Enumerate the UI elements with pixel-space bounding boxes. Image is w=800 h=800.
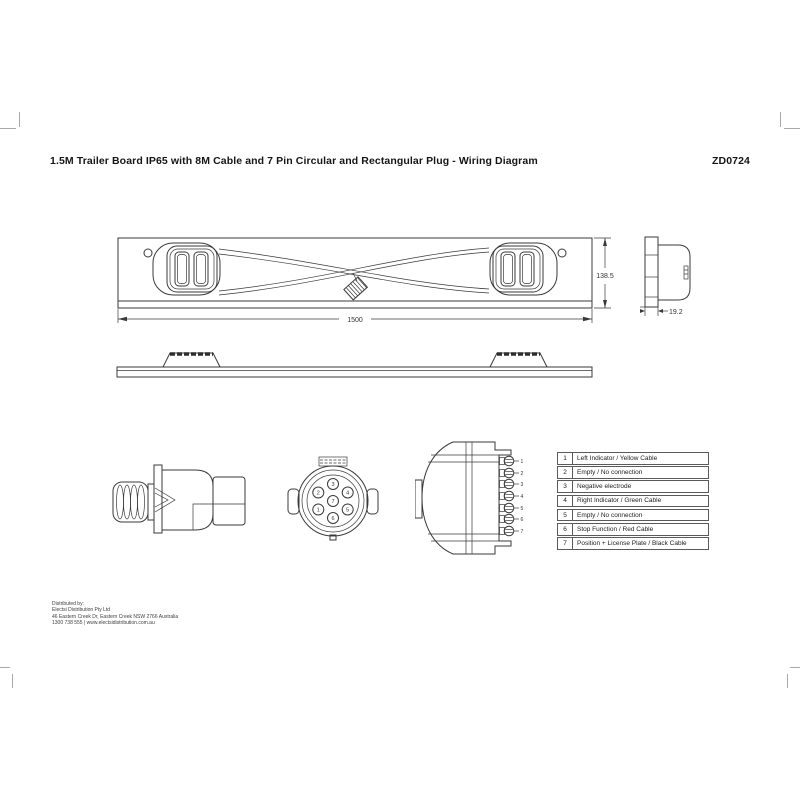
crop-mark (0, 128, 16, 129)
crop-mark (787, 674, 788, 688)
board-outline (117, 237, 593, 309)
terminal: 5 (499, 502, 524, 514)
pin-function-cell: Stop Function / Red Cable (577, 525, 654, 533)
terminal: 7 (499, 525, 524, 537)
length-dimension: 1500 (117, 309, 593, 324)
pin-number-cell: 6 (558, 523, 573, 535)
rect-plug-pin-label: 6 (521, 517, 524, 523)
rect-plug-side-view-drawing: 1 2 3 4 (415, 441, 524, 555)
title-bar: 1.5M Trailer Board IP65 with 8M Cable an… (50, 155, 750, 167)
board-depth-dimension: 19.2 (669, 309, 683, 316)
round-plug-pin-number: 6 (331, 516, 334, 522)
pin-contacts: 3 4 5 6 1 2 7 (312, 478, 354, 524)
board-height-dimension: 138.5 (596, 273, 614, 280)
terminal: 1 (499, 455, 524, 467)
pin-function-cell: Position + License Plate / Black Cable (577, 539, 687, 547)
cable-gland (112, 481, 149, 523)
rect-plug-body (415, 441, 512, 555)
table-row: 5 Empty / No connection (557, 508, 709, 522)
crop-mark (19, 112, 20, 127)
pin-number-cell: 3 (558, 481, 573, 492)
table-row: 1 Left Indicator / Yellow Cable (557, 452, 709, 465)
rect-plug-pin-label: 5 (521, 506, 524, 512)
distributor-info: Distributed by: Electsi Distribution Pty… (52, 601, 178, 627)
document-code: ZD0724 (712, 155, 750, 167)
cable-crossing (218, 247, 490, 296)
page-title: 1.5M Trailer Board IP65 with 8M Cable an… (50, 155, 538, 167)
distributor-label: Distributed by: (52, 601, 84, 607)
pin-face (306, 474, 360, 528)
pin-number-cell: 4 (558, 495, 573, 507)
distributor-contact: 1300 738 555 | www.electsidistribution.c… (52, 620, 155, 627)
round-plug-pin-number: 7 (331, 499, 334, 505)
table-row: 2 Empty / No connection (557, 466, 709, 479)
right-lamp-dome (489, 352, 548, 368)
distributor-company: Electsi Distribution Pty Ltd (52, 607, 111, 614)
round-plug-pin-number: 2 (317, 491, 320, 497)
round-plug-pin-number: 5 (346, 508, 349, 514)
pin-function-cell: Negative electrode (577, 483, 632, 491)
round-plug-pin-number: 4 (346, 491, 349, 497)
plug-flange (153, 464, 163, 534)
round-plug-pin-number: 3 (331, 482, 334, 488)
table-row: 4 Right Indicator / Green Cable (557, 494, 709, 508)
round-plug-pin-number: 1 (317, 508, 320, 514)
cable-connector (343, 272, 369, 301)
rect-plug-pin-label: 1 (521, 459, 524, 465)
pin-function-cell: Empty / No connection (577, 468, 643, 476)
terminal: 3 (499, 478, 524, 490)
left-lamp-dome (162, 352, 221, 368)
pin-number-cell: 2 (558, 467, 573, 478)
height-dimension: 138.5 (594, 237, 614, 309)
rect-plug-pin-label: 2 (521, 471, 524, 477)
round-plug-front-view-drawing: 3 4 5 6 1 2 7 (287, 456, 379, 541)
mounting-hole-left (143, 248, 153, 258)
board-plank (116, 366, 593, 378)
board-length-dimension: 1500 (347, 317, 363, 324)
rect-plug-pin-label: 3 (521, 482, 524, 488)
pin-number-cell: 5 (558, 509, 573, 521)
board-edge-strip (644, 236, 659, 308)
plug-outer-ring (297, 465, 369, 537)
distributor-address: 46 Eastern Creek Dr, Eastern Creek NSW 2… (52, 613, 179, 620)
right-ear-tab (366, 488, 379, 515)
rect-plug-pin-label: 7 (521, 529, 524, 535)
crop-mark (12, 674, 13, 688)
depth-dimension: 19.2 (640, 306, 683, 316)
pin-function-cell: Left Indicator / Yellow Cable (577, 454, 658, 462)
right-lamp (489, 242, 558, 296)
bottom-key-notch (329, 534, 337, 541)
terminal: 2 (499, 467, 524, 479)
table-row: 3 Negative electrode (557, 480, 709, 493)
table-row: 7 Position + License Plate / Black Cable (557, 537, 709, 550)
screw-terminals: 1 2 3 4 (499, 455, 524, 537)
plug-nose (212, 476, 246, 526)
plug-side-view-drawing (112, 464, 246, 534)
pin-number-cell: 1 (558, 453, 573, 464)
gland-collar (147, 483, 155, 521)
plug-body (154, 469, 245, 531)
top-key-tab (318, 456, 348, 467)
crop-mark (0, 667, 10, 668)
left-lamp (152, 242, 221, 296)
terminal: 6 (499, 513, 524, 525)
board-front-view-drawing: 1500 138.5 (117, 237, 614, 324)
lamp-housing-profile (658, 244, 691, 301)
pin-number-cell: 7 (558, 538, 573, 549)
side-latch-tab (415, 479, 423, 519)
pin-function-cell: Empty / No connection (577, 511, 643, 519)
board-top-view-drawing (116, 352, 593, 378)
terminal: 4 (499, 490, 524, 502)
left-ear-tab (287, 488, 300, 515)
crop-mark (780, 112, 781, 127)
table-row: 6 Stop Function / Red Cable (557, 522, 709, 536)
pin-function-cell: Right Indicator / Green Cable (577, 497, 662, 505)
board-side-view-drawing: 19.2 (640, 236, 691, 316)
crop-mark (790, 667, 800, 668)
rect-plug-pin-label: 4 (521, 494, 524, 500)
mounting-hole-right (557, 248, 567, 258)
crop-mark (784, 128, 800, 129)
